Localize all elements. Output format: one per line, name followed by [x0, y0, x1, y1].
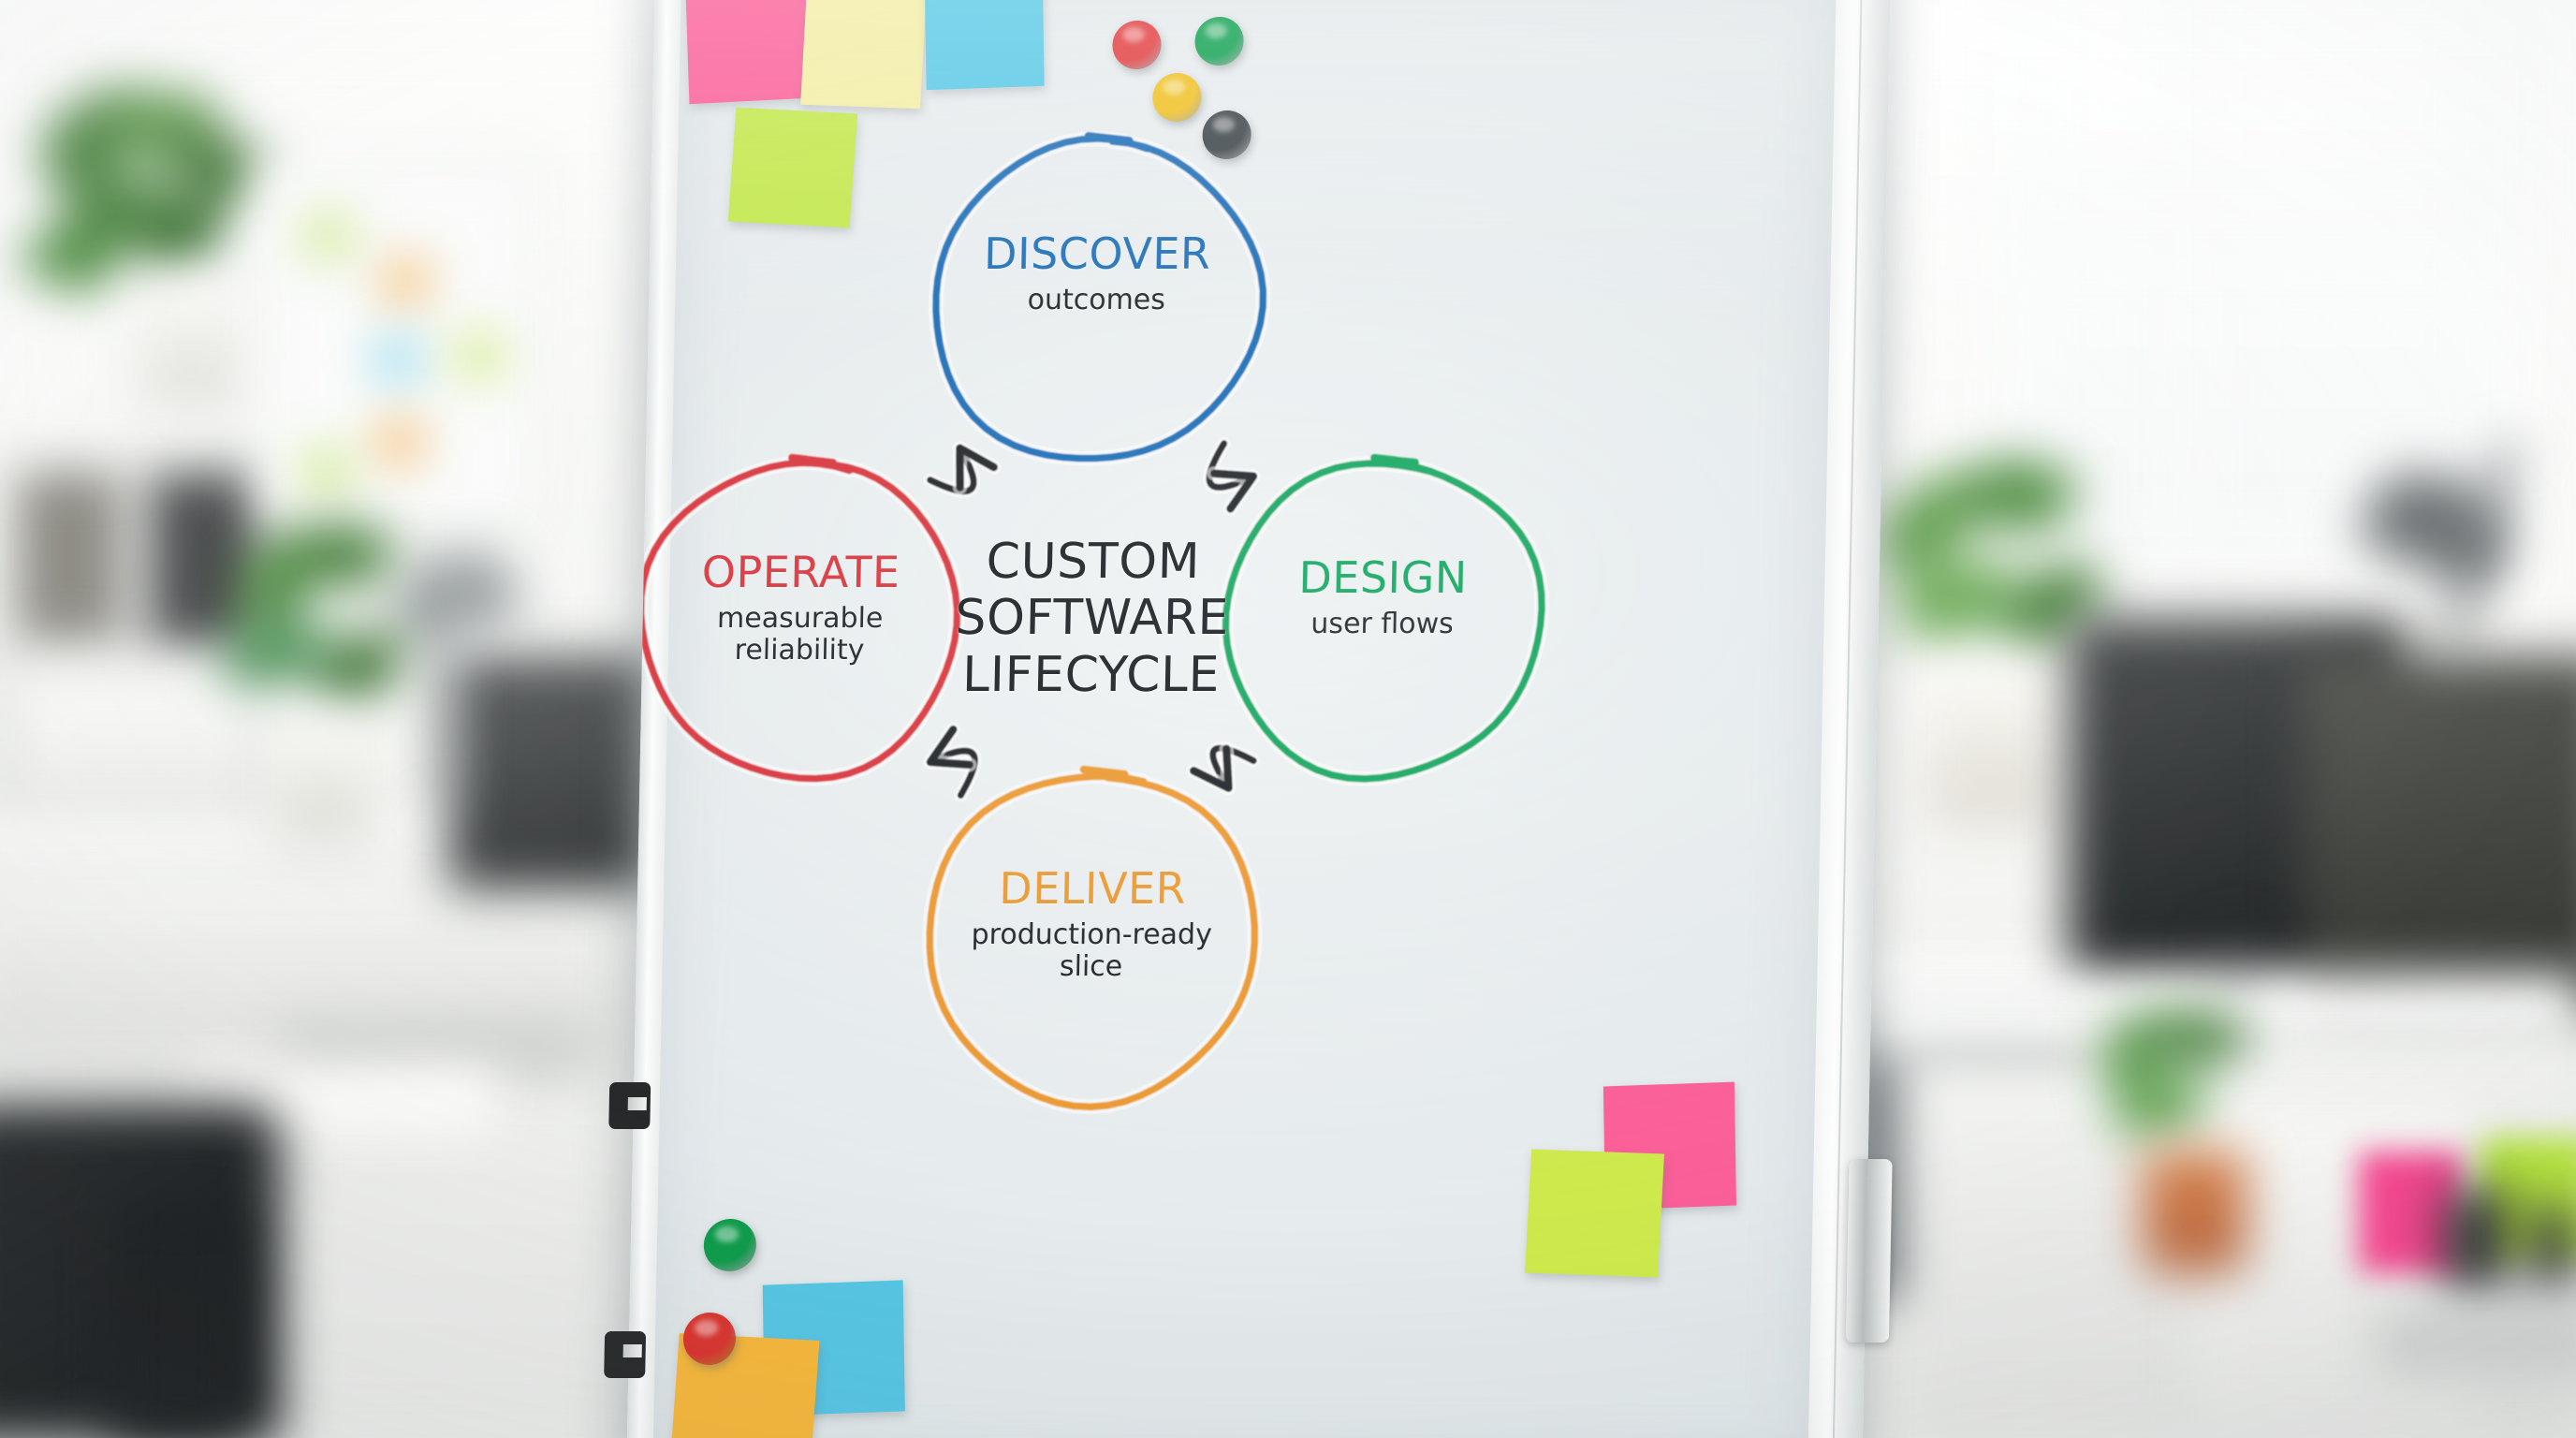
plant-pot-top-left: [140, 281, 243, 407]
desk-organizer: [2443, 1189, 2509, 1292]
background-note: [310, 218, 347, 254]
left-lamp-arm: [440, 618, 455, 805]
center-title-line: SOFTWARE: [954, 590, 1230, 647]
arrow-discover-to-design: [1203, 436, 1261, 516]
desk-object: [2527, 1208, 2576, 1292]
background-note: [308, 454, 345, 490]
shelf-contents-left: [19, 473, 122, 641]
plant-top-left: [19, 78, 276, 314]
center-title-line: LIFECYCLE: [961, 646, 1221, 703]
background-note: [460, 338, 497, 374]
right-monitor-front: [2303, 655, 2576, 1020]
background-note: [381, 424, 418, 460]
shelf-contents-right: [150, 473, 267, 646]
arrow-operate-to-discover: [923, 441, 1002, 498]
node-circle-operate: [633, 454, 965, 786]
window-mullion-horizontal: [1994, 197, 2518, 217]
plant-pot-right-window: [1928, 674, 2050, 824]
shelf-documents: [19, 674, 253, 833]
left-chair-base: [112, 1208, 243, 1438]
background-note: [387, 263, 424, 299]
arrow-deliver-to-operate: [923, 722, 982, 802]
diagram-svg: [633, 130, 1550, 1115]
background-note: [379, 342, 417, 377]
center-title-line: CUSTOM: [986, 534, 1201, 590]
arrow-design-to-deliver: [1186, 741, 1261, 796]
right-keyboard: [2378, 1311, 2576, 1376]
window-mullion-vertical: [2181, 0, 2205, 571]
node-circle-discover: [928, 130, 1271, 466]
left-monitor: [449, 655, 655, 889]
plant-pot-right-desk: [2144, 1152, 2247, 1273]
plant-pot-left-desk: [271, 721, 374, 843]
node-circle-design: [1218, 454, 1550, 786]
node-circle-deliver: [922, 766, 1263, 1115]
